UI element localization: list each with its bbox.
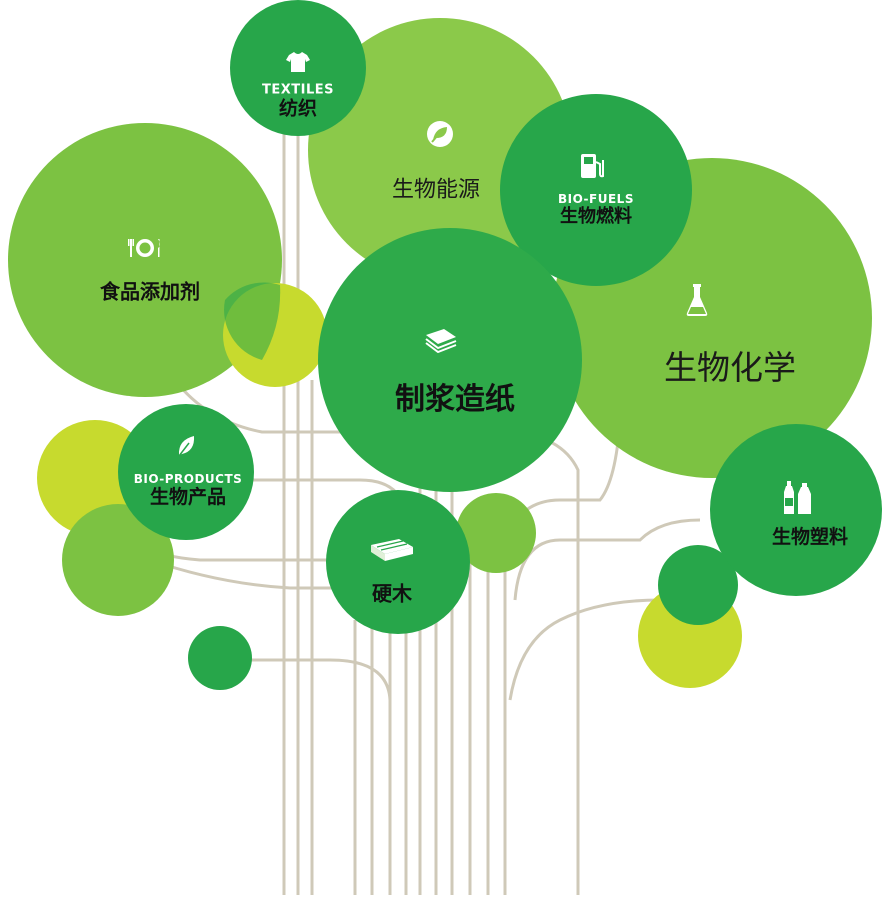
label-bioproducts-en: BIO-PRODUCTS (133, 472, 243, 487)
circle-bioproducts (118, 404, 254, 540)
label-textiles-zh: 纺织 (278, 97, 318, 120)
label-bioenergy-zh: 生物能源 (391, 177, 481, 203)
label-pulp-paper: 制浆造纸 (395, 381, 515, 418)
fuel-pump-icon (581, 154, 604, 178)
tshirt-icon (286, 52, 310, 72)
label-bioplastics-zh: 生物塑料 (771, 526, 849, 549)
label-textiles: TEXTILES 纺织 (261, 82, 335, 121)
label-hardwood: 硬木 (372, 581, 412, 606)
circle-green-center (456, 493, 536, 573)
label-bioproducts-zh: 生物产品 (149, 485, 226, 508)
lumber-icon (371, 539, 413, 561)
paper-stack-icon (425, 329, 457, 353)
label-bioproducts: BIO-PRODUCTS 生物产品 (133, 472, 243, 509)
label-biochemistry: 生物化学 (664, 349, 796, 387)
label-food-additives: 食品添加剂 (100, 279, 200, 304)
label-biochemistry-zh: 生物化学 (664, 348, 796, 388)
circle-food-additives (8, 123, 282, 397)
label-hardwood-zh: 硬木 (372, 581, 412, 606)
leaf-icon (178, 436, 195, 457)
label-bioplastics: 生物塑料 (771, 526, 849, 549)
label-food-additives-zh: 食品添加剂 (100, 279, 200, 304)
circle-hardwood (326, 490, 470, 634)
circle-tiny-left (188, 626, 252, 690)
label-biofuels: BIO-FUELS 生物燃料 (558, 191, 634, 227)
circle-biofuels (500, 94, 692, 286)
circle-green-small-left (62, 504, 174, 616)
label-bioenergy: 生物能源 (392, 177, 480, 202)
circle-pulp-paper (318, 228, 582, 492)
label-pulp-paper-zh: 制浆造纸 (395, 381, 515, 417)
label-textiles-en: TEXTILES (261, 82, 335, 98)
label-biofuels-en: BIO-FUELS (558, 191, 634, 206)
flask-icon (686, 284, 708, 316)
circles (8, 0, 882, 690)
overlap-shading (224, 282, 281, 360)
circle-bioplastics (710, 424, 882, 596)
leaf-plug-icon (427, 121, 453, 147)
bottles-icon (784, 481, 811, 514)
plate-cutlery-icon (128, 239, 160, 257)
label-biofuels-zh: 生物燃料 (559, 205, 632, 227)
circle-green-small-right (658, 545, 738, 625)
